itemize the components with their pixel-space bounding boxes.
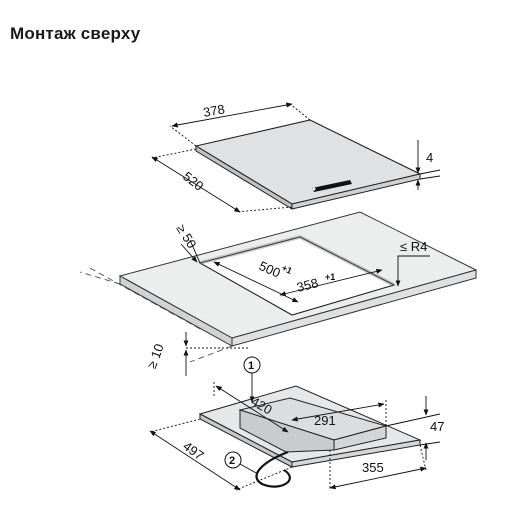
cooktop-dimensions xyxy=(151,102,441,213)
cutout-depth-tolerance: +1 xyxy=(280,263,293,276)
marker-1: 1 xyxy=(248,360,254,372)
cooktop xyxy=(194,119,422,210)
unit-base-depth-label: 497 xyxy=(180,438,206,463)
unit-base-width-label: 355 xyxy=(362,460,384,475)
cooktop-thickness-label: 4 xyxy=(426,150,433,165)
cutout-width-tolerance: +1 xyxy=(325,272,335,282)
unit-dimensions xyxy=(149,382,441,491)
counter-gap-label: ≥ 10 xyxy=(144,342,167,371)
cutout-dimensions xyxy=(180,239,430,376)
cutout-radius-label: ≤ R4 xyxy=(400,239,427,254)
unit-upper-width-label: 291 xyxy=(314,413,336,428)
cutout-edge-distance-label: ≥ 50 xyxy=(173,222,199,251)
built-in-unit xyxy=(198,385,422,488)
marker-2: 2 xyxy=(229,455,235,467)
cutout-width-label: 358 xyxy=(295,275,320,295)
countertop xyxy=(79,211,478,363)
cooktop-depth-label: 520 xyxy=(180,169,206,194)
cooktop-width-label: 378 xyxy=(202,101,226,120)
page-title: Монтаж сверху xyxy=(10,24,141,43)
unit-height-label: 47 xyxy=(430,419,444,434)
